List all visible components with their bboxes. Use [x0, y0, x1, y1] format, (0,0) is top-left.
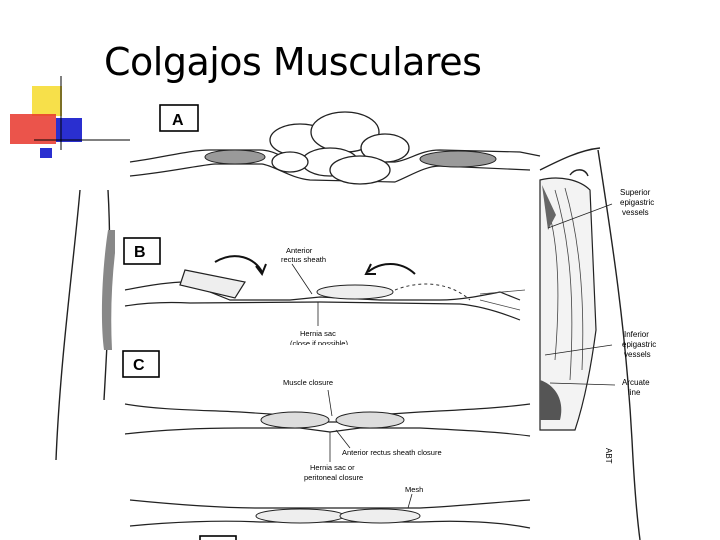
label-inferior-epigastric-1: Inferior — [624, 330, 649, 339]
label-superior-epigastric-1: Superior — [620, 188, 651, 197]
label-hernia-sac-c-2: peritoneal closure — [304, 473, 363, 482]
panel-c-letter: C — [133, 357, 145, 374]
label-superior-epigastric-2: epigastric — [620, 198, 654, 207]
leader-lines — [544, 203, 616, 386]
blue-small-square — [40, 148, 52, 158]
label-arcuate-line-1: Arcuate — [622, 378, 650, 387]
label-muscle-closure: Muscle closure — [283, 378, 333, 387]
illustrator-credit: ABT — [604, 448, 613, 464]
label-superior-epigastric-3: vessels — [622, 208, 649, 217]
label-hernia-sac-b-2: (close if possible) — [290, 339, 348, 348]
slide-title: Colgajos Musculares — [104, 40, 482, 84]
slide-decoration — [10, 76, 130, 158]
panel-b-letter: B — [134, 244, 146, 261]
label-inferior-epigastric-3: vessels — [624, 350, 651, 359]
label-hernia-sac-c-1: Hernia sac or — [310, 463, 355, 472]
label-arcuate-line-2: line — [628, 388, 641, 397]
panel-a — [129, 104, 541, 193]
label-hernia-sac-b-1: Hernia sac — [300, 329, 336, 338]
torso-background — [55, 147, 641, 540]
label-anterior-rectus-sheath-1: Anterior — [286, 246, 313, 255]
blue-square — [56, 118, 82, 142]
red-square — [10, 114, 56, 144]
rectus-muscle-right — [539, 177, 597, 431]
label-anterior-rectus-sheath-2: rectus sheath — [281, 255, 326, 264]
panel-c — [115, 345, 535, 485]
rectus-muscle-left — [101, 230, 118, 350]
label-mesh: Mesh — [405, 485, 423, 494]
label-anterior-rectus-sheath-closure: Anterior rectus sheath closure — [342, 448, 442, 457]
panel-d — [125, 485, 535, 540]
panel-b — [115, 222, 535, 347]
yellow-square — [32, 86, 62, 116]
panel-a-letter: A — [172, 112, 184, 129]
label-inferior-epigastric-2: epigastric — [622, 340, 656, 349]
